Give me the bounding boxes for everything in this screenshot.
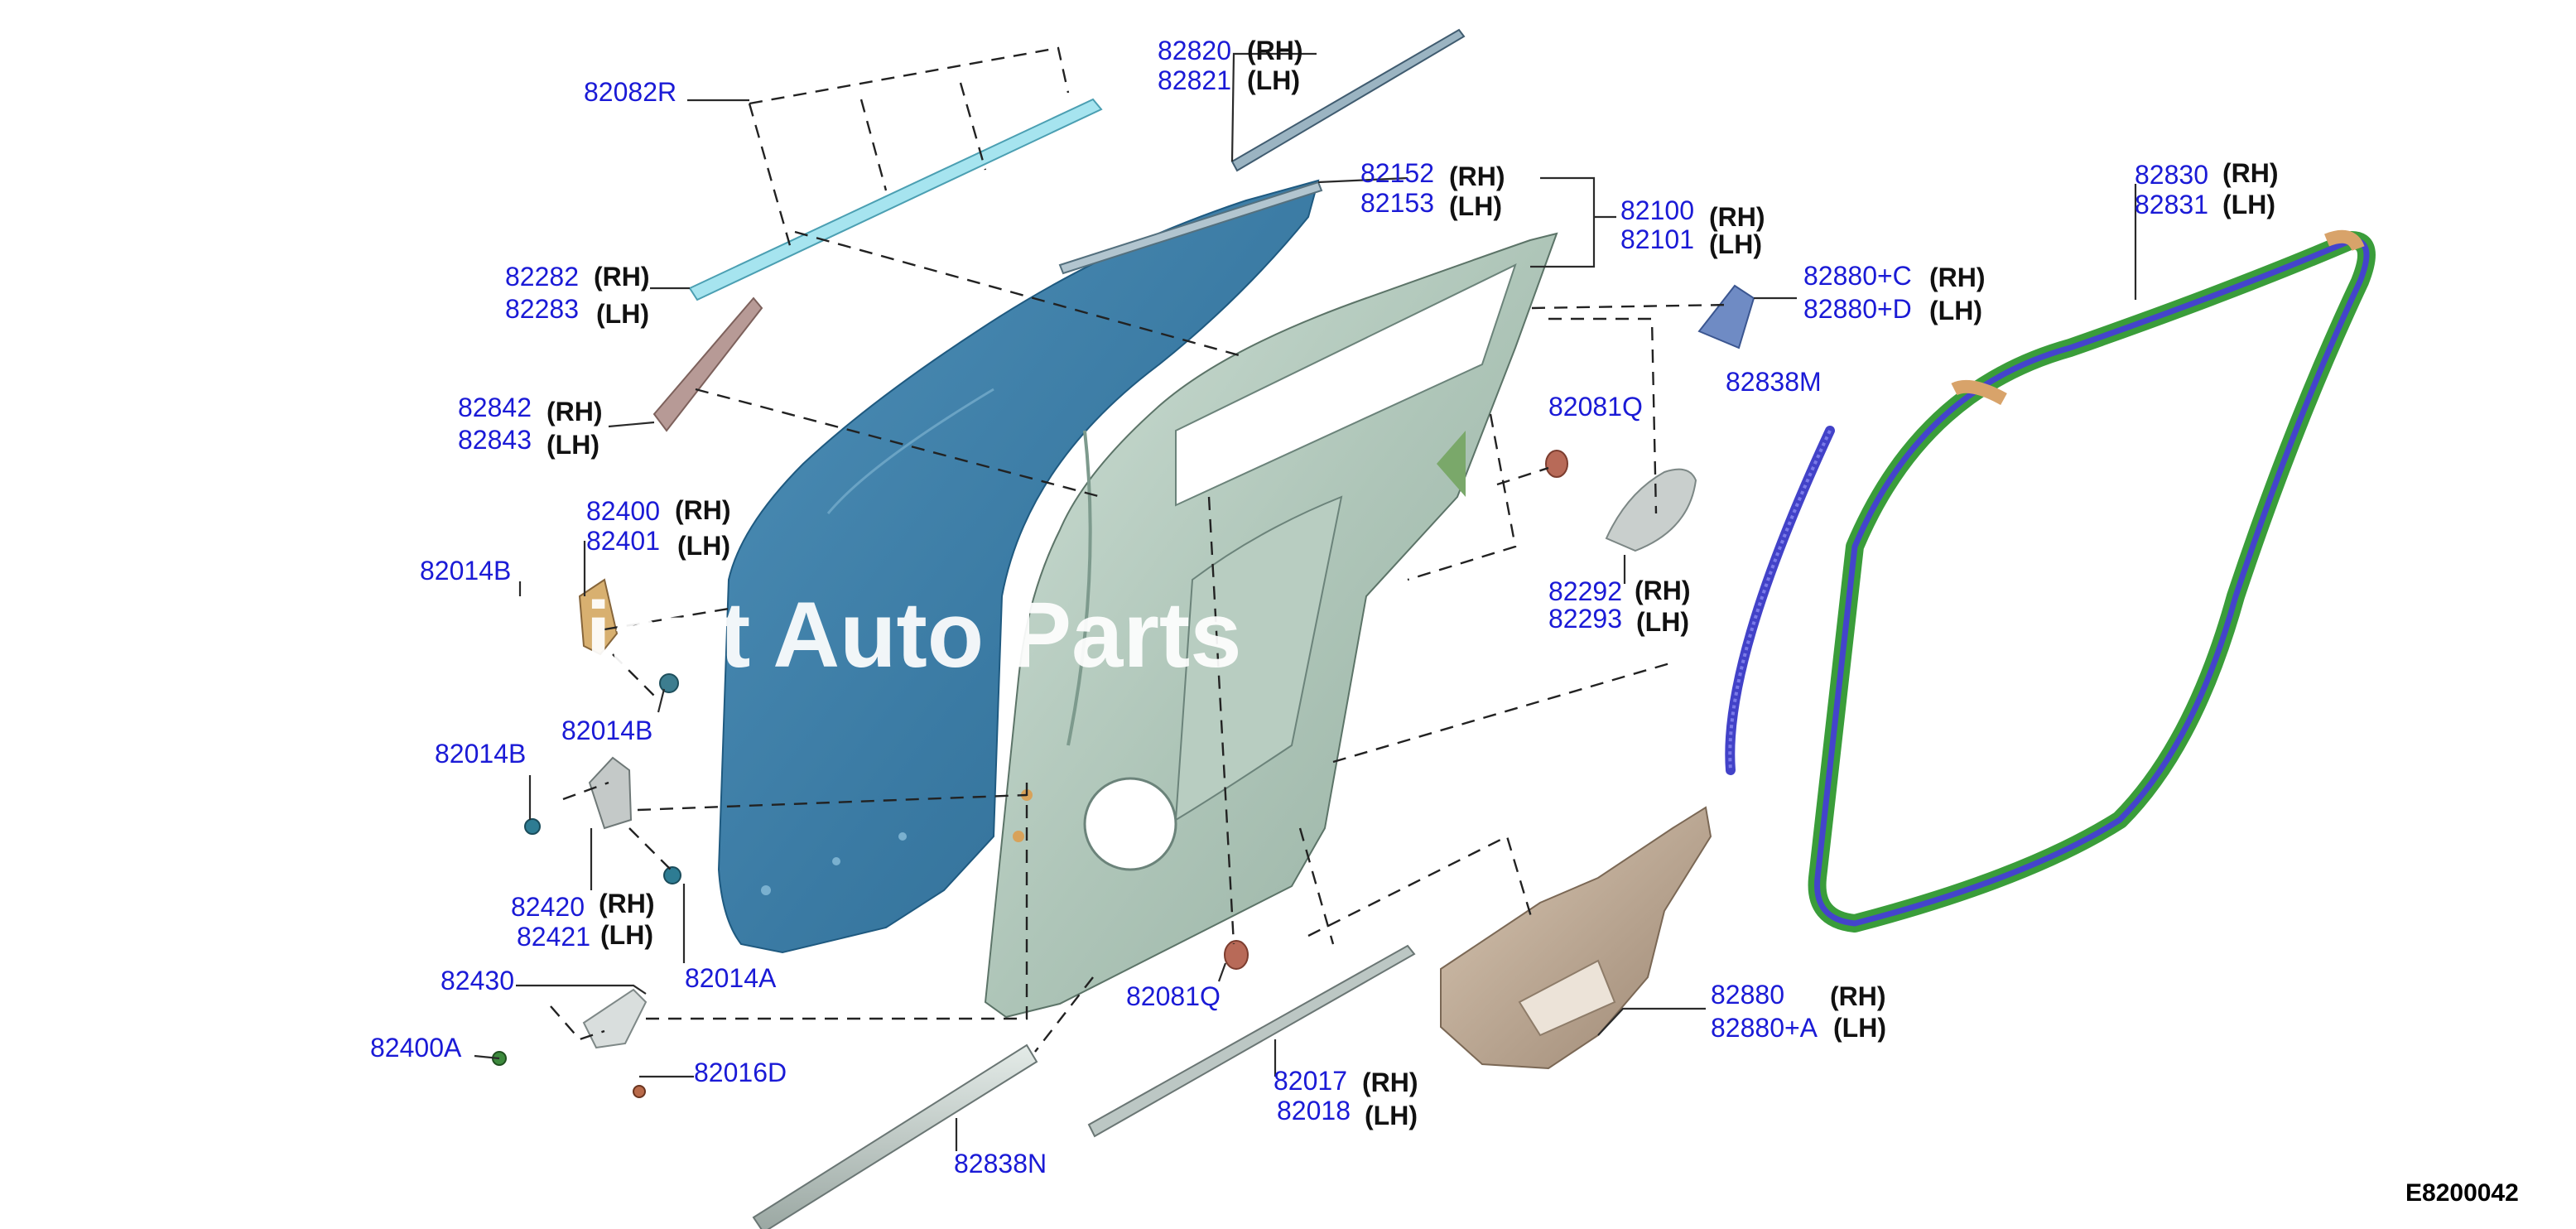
callout-82842-rh: (RH) — [546, 397, 603, 427]
callout-82017[interactable]: 82017 — [1274, 1066, 1347, 1096]
callout-82842[interactable]: 82842 — [458, 393, 532, 422]
callout-82843-lh: (LH) — [546, 430, 599, 460]
callout-82018[interactable]: 82018 — [1277, 1096, 1351, 1125]
door-check-link[interactable] — [582, 988, 648, 1049]
callout-82880d-lh: (LH) — [1929, 296, 1982, 325]
mirror-cover[interactable] — [1605, 468, 1697, 552]
callout-82100[interactable]: 82100 — [1620, 195, 1694, 225]
door-edge-weatherstrip[interactable] — [1725, 426, 1835, 775]
callout-82830[interactable]: 82830 — [2135, 160, 2208, 190]
door-opening-weatherstrip[interactable] — [1808, 229, 2376, 933]
callout-82101-lh: (LH) — [1709, 229, 1762, 259]
callout-82152-rh: (RH) — [1449, 161, 1505, 191]
callout-82821-lh: (LH) — [1247, 65, 1300, 95]
callout-82821[interactable]: 82821 — [1158, 65, 1231, 95]
callout-82420[interactable]: 82420 — [511, 892, 585, 922]
callout-82018-lh: (LH) — [1365, 1101, 1418, 1130]
callout-82100-rh: (RH) — [1709, 202, 1765, 232]
callout-82016d[interactable]: 82016D — [694, 1058, 787, 1087]
callout-82292-rh: (RH) — [1635, 576, 1691, 605]
callout-82830-rh: (RH) — [2222, 158, 2279, 188]
callout-82838n[interactable]: 82838N — [954, 1149, 1047, 1178]
callout-82820[interactable]: 82820 — [1158, 36, 1231, 65]
callout-82400[interactable]: 82400 — [586, 496, 660, 526]
callout-82880c[interactable]: 82880+C — [1803, 261, 1912, 291]
hinge-bolt-lower[interactable] — [663, 866, 681, 884]
lower-hinge[interactable] — [588, 756, 633, 830]
callout-82880a[interactable]: 82880+A — [1711, 1013, 1818, 1043]
callout-82153-lh: (LH) — [1449, 191, 1502, 221]
hinge-bolt-left[interactable] — [524, 818, 541, 835]
callout-82014a[interactable]: 82014A — [685, 963, 777, 993]
lower-door-molding[interactable] — [1087, 944, 1416, 1138]
callout-82292[interactable]: 82292 — [1548, 576, 1622, 606]
callout-82880-rh: (RH) — [1830, 981, 1886, 1011]
callout-82282[interactable]: 82282 — [505, 262, 579, 292]
drain-plug-lower[interactable] — [1224, 940, 1249, 970]
callout-82014b-mid[interactable]: 82014B — [561, 716, 652, 745]
callout-82843[interactable]: 82843 — [458, 425, 532, 455]
quarter-trim-piece[interactable] — [1697, 284, 1755, 349]
figure-id: E8200042 — [2405, 1179, 2519, 1207]
callout-82014b-top[interactable]: 82014B — [420, 556, 511, 586]
callout-82152[interactable]: 82152 — [1360, 158, 1434, 188]
callout-82421[interactable]: 82421 — [517, 922, 590, 952]
callout-82017-rh: (RH) — [1362, 1068, 1418, 1097]
sill-strip[interactable] — [752, 1043, 1038, 1229]
callout-82401[interactable]: 82401 — [586, 526, 660, 556]
callout-labels: 82082R 82820 (RH) 82821 (LH) 82152 (RH) … — [370, 36, 2279, 1178]
callout-82400-rh: (RH) — [675, 495, 731, 525]
drain-plug-upper[interactable] — [1545, 450, 1568, 478]
upper-hinge[interactable] — [578, 578, 619, 656]
callout-82880a-lh: (LH) — [1833, 1013, 1886, 1043]
callout-82283[interactable]: 82283 — [505, 294, 579, 324]
door-trim-panel[interactable] — [1440, 806, 1712, 1070]
check-link-bolt[interactable] — [633, 1085, 646, 1098]
outer-belt-molding[interactable] — [688, 98, 1103, 301]
inner-belt-weatherstrip[interactable] — [1058, 181, 1323, 275]
outer-door-panel[interactable] — [717, 179, 1320, 954]
callout-82838m[interactable]: 82838M — [1726, 367, 1822, 397]
window-run-channel[interactable] — [1230, 28, 1466, 172]
leader-lines — [474, 52, 2137, 1151]
callout-82014b-left[interactable]: 82014B — [435, 739, 526, 769]
callout-82831[interactable]: 82831 — [2135, 190, 2208, 219]
callout-82880d[interactable]: 82880+D — [1803, 294, 1912, 324]
callout-82101[interactable]: 82101 — [1620, 224, 1694, 254]
callout-82880[interactable]: 82880 — [1711, 980, 1784, 1010]
callout-82153[interactable]: 82153 — [1360, 188, 1434, 218]
callout-82081q-upper[interactable]: 82081Q — [1548, 392, 1643, 422]
callout-82293[interactable]: 82293 — [1548, 604, 1622, 634]
callout-82420-rh: (RH) — [599, 889, 655, 918]
callout-82283-lh: (LH) — [596, 299, 649, 329]
callout-82421-lh: (LH) — [600, 920, 653, 950]
callout-82430[interactable]: 82430 — [441, 966, 514, 995]
callout-82831-lh: (LH) — [2222, 190, 2275, 219]
hinge-bolt[interactable] — [659, 673, 679, 693]
callout-82282-rh: (RH) — [594, 262, 650, 292]
callout-82082r[interactable]: 82082R — [584, 77, 677, 107]
callout-82081q-lower[interactable]: 82081Q — [1126, 981, 1221, 1011]
callout-82820-rh: (RH) — [1247, 36, 1303, 65]
pillar-garnish[interactable] — [652, 296, 763, 432]
callout-82293-lh: (LH) — [1636, 607, 1689, 637]
dashed-relation-lines — [550, 46, 1731, 1053]
callout-82400a[interactable]: 82400A — [370, 1033, 462, 1063]
callout-82401-lh: (LH) — [677, 531, 730, 561]
inner-door-frame[interactable] — [984, 232, 1558, 1019]
watermark-text: Giant Auto Parts — [513, 583, 1241, 687]
callout-82880c-rh: (RH) — [1929, 263, 1986, 292]
